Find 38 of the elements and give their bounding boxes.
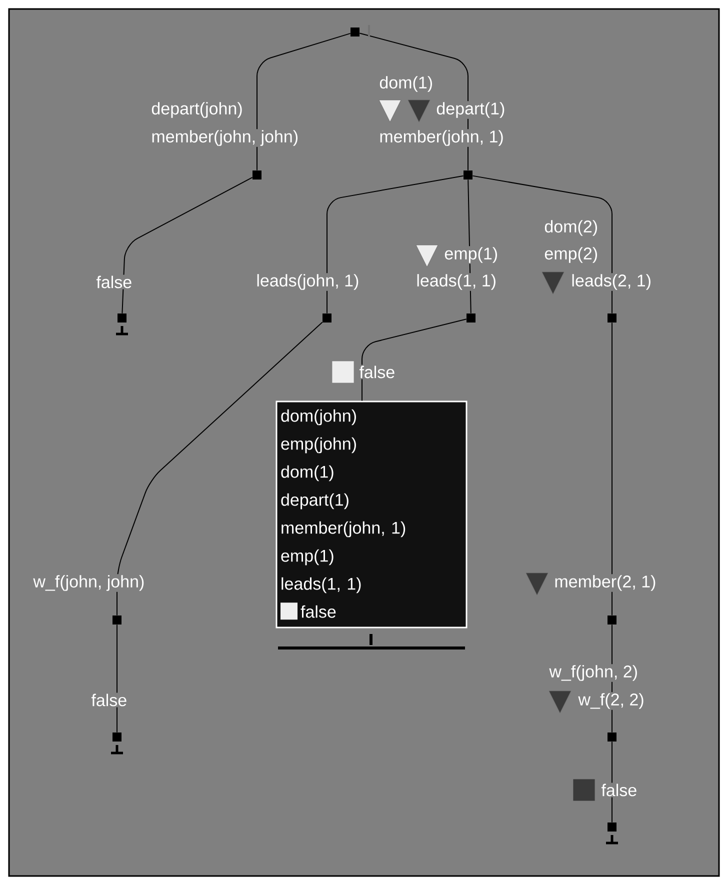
fact-label: emp(1) — [443, 246, 500, 264]
fact-label: dom(1) — [378, 75, 434, 93]
tree-edge — [116, 322, 323, 616]
node-square — [608, 616, 616, 624]
node-square — [608, 732, 616, 742]
fact-label: leads(john, 1) — [255, 273, 360, 291]
fact-label: false — [95, 274, 134, 290]
node-square — [608, 314, 616, 322]
node-square — [608, 822, 616, 832]
fact-label: w_f(john, john) — [32, 574, 146, 592]
fact-label: dom(2) — [543, 219, 600, 237]
fact-label: depart(john) — [150, 101, 244, 119]
fact-label: member(2, 1) — [553, 574, 658, 592]
fact-label: depart(1) — [435, 101, 506, 119]
fact-label: emp(2) — [543, 246, 600, 264]
fact-label: false — [90, 692, 128, 708]
fact-label: w_f(john, 2) — [548, 664, 640, 682]
tree-edge — [362, 318, 467, 402]
fact-label: member(john, john) — [150, 129, 300, 147]
node-square — [118, 314, 126, 322]
fact-label: false — [600, 782, 638, 798]
node-square — [464, 170, 472, 180]
fact-label: leads(1, 1) — [415, 273, 498, 291]
node-square — [322, 314, 332, 322]
node-square — [466, 314, 476, 322]
fact-label: member(john, 1) — [378, 129, 505, 147]
fact-box: dom(john) emp(john) dom(1) depart(1) member(john, 1) emp(1) leads(1, 1) false — [276, 400, 468, 628]
node-square — [252, 170, 262, 180]
fact-label: w_f(2, 2) — [577, 692, 646, 710]
fact-label: leads(2, 1) — [570, 273, 653, 291]
tree-edge — [472, 175, 612, 314]
node-square — [350, 28, 360, 36]
tree-edge — [122, 177, 253, 314]
fact-label: false — [358, 364, 396, 380]
tree-edge — [256, 32, 351, 171]
node-square — [112, 616, 122, 624]
node-square — [112, 732, 122, 742]
tree-edge — [326, 175, 464, 314]
